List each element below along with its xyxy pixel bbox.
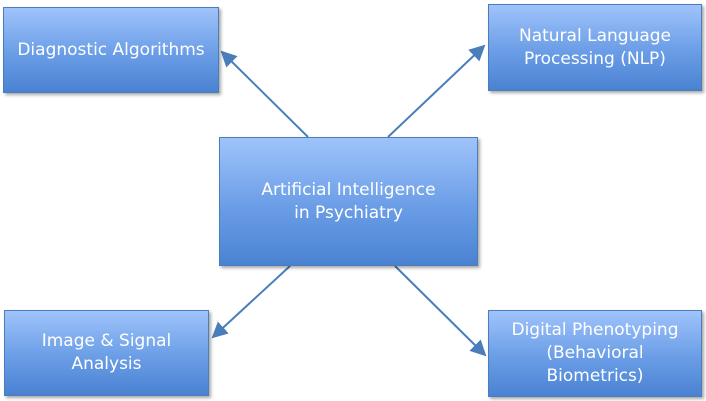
node-nlp: Natural Language Processing (NLP) — [488, 4, 702, 91]
arrow-to-diagnostic — [220, 50, 309, 138]
center-label: Artificial Intelligence in Psychiatry — [261, 179, 436, 223]
arrow-to-nlp — [387, 44, 486, 138]
arrow-to-image — [211, 265, 291, 339]
arrow-to-phenotyping — [394, 265, 487, 357]
node-label: Digital Phenotyping (Behavioral Biometri… — [511, 320, 679, 386]
node-label: Diagnostic Algorithms — [17, 39, 205, 60]
center-node: Artificial Intelligence in Psychiatry — [219, 137, 478, 266]
node-digital-phenotyping: Digital Phenotyping (Behavioral Biometri… — [488, 310, 702, 397]
node-image-signal-analysis: Image & Signal Analysis — [4, 310, 209, 396]
node-label: Natural Language Processing (NLP) — [518, 25, 671, 69]
node-label: Image & Signal Analysis — [41, 331, 172, 374]
node-diagnostic-algorithms: Diagnostic Algorithms — [3, 7, 219, 93]
